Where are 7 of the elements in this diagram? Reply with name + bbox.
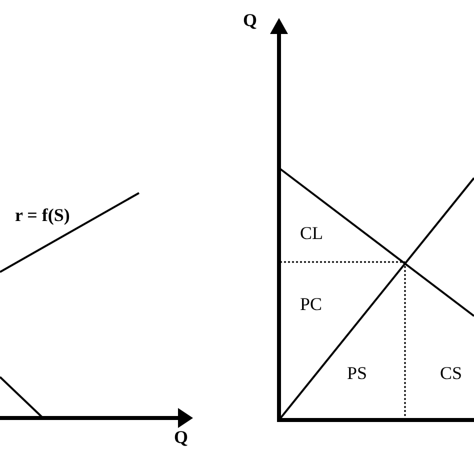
area-label: PC (300, 295, 322, 313)
axis-label: Q (243, 11, 258, 29)
axis-label: Q (174, 428, 188, 446)
area-label: PS (347, 364, 368, 382)
curve-label: r = f(S) (15, 206, 70, 224)
area-label: CS (440, 364, 462, 382)
area-label: CL (300, 224, 324, 242)
